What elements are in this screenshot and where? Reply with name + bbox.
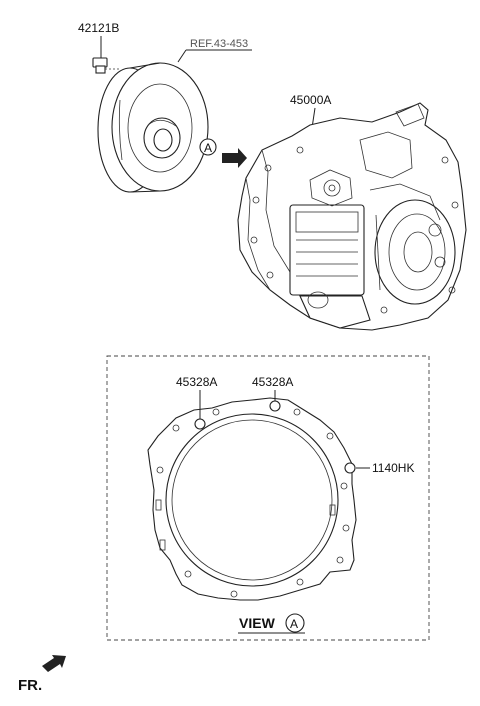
view-title: VIEW: [239, 615, 276, 631]
label-42121b: 42121B: [78, 21, 119, 35]
view-title-letter: A: [290, 617, 298, 631]
label-45000a: 45000A: [290, 93, 331, 107]
front-direction-marker: FR.: [18, 655, 66, 694]
bolt-icon: [344, 462, 356, 474]
bolt-1140hk[interactable]: 1140HK: [344, 461, 414, 475]
label-1140hk: 1140HK: [372, 461, 414, 475]
view-direction-arrow-icon: [222, 148, 247, 168]
dowel-pin-icon: [269, 400, 281, 412]
view-a-marker: A: [199, 138, 247, 168]
gasket-plate-icon: [147, 397, 357, 601]
label-45328a-right: 45328A: [252, 375, 293, 389]
arrow-pointing-front-icon: [42, 655, 66, 672]
torque-converter[interactable]: REF.43-453: [97, 38, 252, 193]
dowel-pin-45328a-right[interactable]: 45328A: [252, 375, 293, 412]
view-a-caption: VIEW A: [238, 613, 305, 634]
automatic-transaxle-45000a[interactable]: 45000A: [237, 93, 467, 331]
view-a-panel: 45328A 45328A 1140HK VIEW A: [106, 355, 430, 641]
label-45328a-left: 45328A: [176, 375, 217, 389]
bolt-42121b[interactable]: 42121B: [78, 21, 120, 74]
dowel-pin-45328a-left[interactable]: 45328A: [176, 375, 217, 430]
torque-converter-icon: [97, 62, 209, 193]
view-a-letter: A: [204, 141, 212, 155]
front-label: FR.: [18, 677, 42, 694]
transaxle-icon: [237, 102, 467, 331]
bolt-icon: [92, 57, 120, 74]
label-ref-43-453: REF.43-453: [190, 38, 248, 50]
dowel-pin-icon: [194, 418, 206, 430]
